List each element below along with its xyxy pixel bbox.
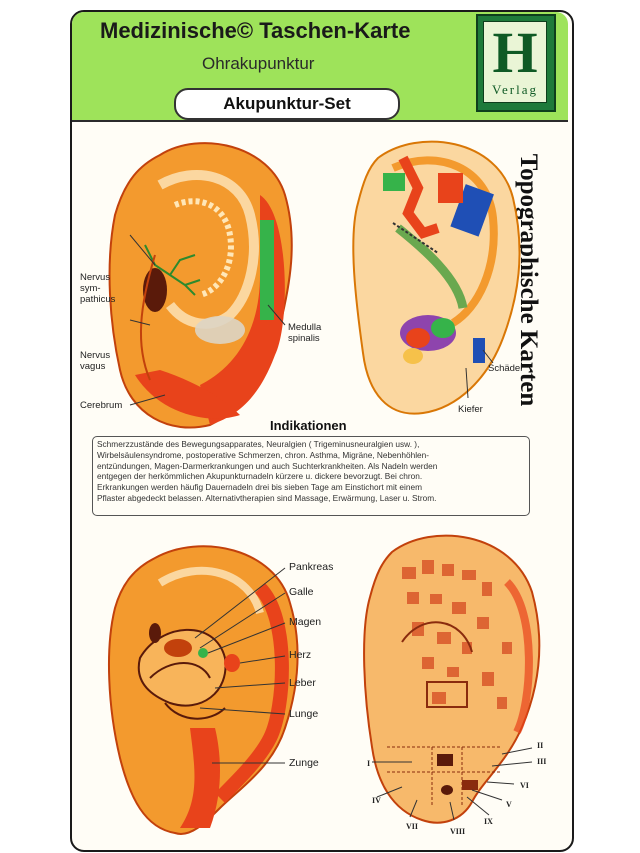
- logo-letter: H: [492, 20, 538, 85]
- label-medulla-spinalis: Medulla spinalis: [288, 322, 322, 344]
- publisher-logo: H Verlag: [476, 14, 556, 112]
- label-kiefer: Kiefer: [458, 404, 483, 415]
- roman-i: I: [367, 759, 371, 768]
- indications-title: Indikationen: [270, 418, 347, 433]
- label-magen: Magen: [289, 616, 322, 628]
- ear-nervous-system-illustration: [108, 142, 293, 429]
- label-herz: Herz: [289, 649, 312, 661]
- logo-text: Verlag: [492, 82, 538, 97]
- label-leber: Leber: [289, 677, 316, 689]
- roman-vii: VII: [406, 822, 419, 831]
- roman-ix: IX: [484, 817, 493, 826]
- roman-ii: II: [537, 741, 544, 750]
- ear-pointmap-illustration: [363, 534, 541, 824]
- ear-skeletal-illustration: [352, 140, 521, 415]
- roman-iv: IV: [372, 796, 381, 805]
- card-header: Medizinische© Taschen-Karte Ohrakupunktu…: [72, 12, 568, 122]
- card-subtitle: Ohrakupunktur: [202, 54, 315, 73]
- set-label: Akupunktur-Set: [174, 88, 400, 120]
- label-lunge: Lunge: [289, 708, 319, 720]
- label-pankreas: Pankreas: [289, 561, 334, 573]
- ear-organ-illustration: [108, 545, 299, 835]
- label-galle: Galle: [289, 586, 314, 598]
- card-title: Medizinische© Taschen-Karte: [100, 18, 411, 43]
- roman-v: V: [506, 800, 512, 809]
- indications-text: Schmerzzustände des Bewegungsapparates, …: [92, 436, 530, 516]
- label-nervus-vagus: Nervus vagus: [80, 350, 111, 372]
- label-schaedel: Schädel: [488, 363, 523, 374]
- label-cerebrum: Cerebrum: [80, 400, 123, 411]
- label-zunge: Zunge: [289, 757, 319, 769]
- roman-viii: VIII: [450, 827, 466, 836]
- label-nervus-sympathicus: Nervus sym- pathicus: [80, 272, 116, 305]
- roman-iii: III: [537, 757, 547, 766]
- roman-vi: VI: [520, 781, 529, 790]
